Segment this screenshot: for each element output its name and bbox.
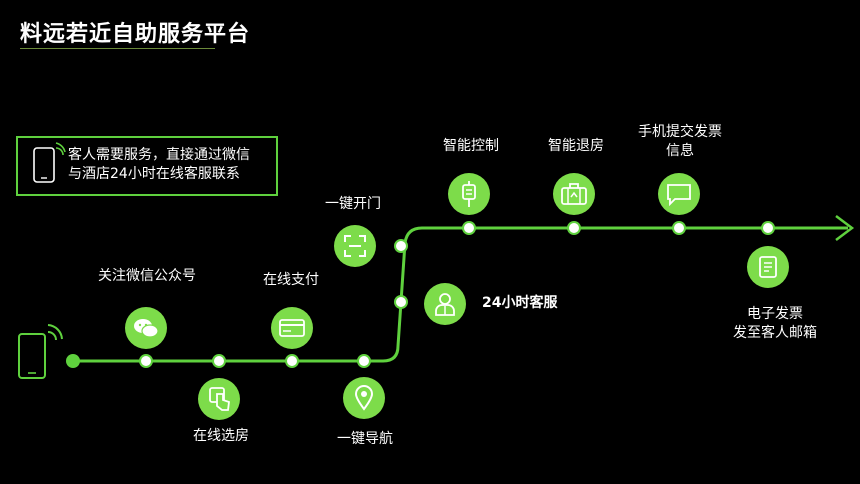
tap-finger-icon bbox=[198, 378, 240, 420]
scan-icon bbox=[334, 225, 376, 267]
intro-text: 客人需要服务，直接通过微信 与酒店24小时在线客服联系 bbox=[68, 146, 278, 184]
title-underline bbox=[20, 48, 215, 49]
intro-line-1: 客人需要服务，直接通过微信 bbox=[68, 147, 250, 163]
intro-line-2: 与酒店24小时在线客服联系 bbox=[68, 166, 240, 182]
customer-service-icon bbox=[424, 283, 466, 325]
node-service bbox=[394, 295, 408, 309]
node-e-invoice bbox=[761, 221, 775, 235]
label-24h-service: 24小时客服 bbox=[482, 295, 558, 311]
node-navigate bbox=[357, 354, 371, 368]
document-icon bbox=[747, 246, 789, 288]
node-smart-control bbox=[462, 221, 476, 235]
label-pay: 在线支付 bbox=[263, 272, 319, 288]
node-checkout bbox=[567, 221, 581, 235]
label-e-invoice: 电子发票 发至客人邮箱 bbox=[715, 305, 835, 343]
location-pin-icon bbox=[343, 377, 385, 419]
chat-bubble-icon bbox=[658, 173, 700, 215]
luggage-icon bbox=[553, 173, 595, 215]
node-wechat bbox=[139, 354, 153, 368]
label-wechat: 关注微信公众号 bbox=[98, 268, 196, 284]
phone-signal-icon bbox=[18, 324, 63, 379]
node-select-room bbox=[212, 354, 226, 368]
node-open-door bbox=[394, 239, 408, 253]
wechat-icon bbox=[125, 307, 167, 349]
label-navigate: 一键导航 bbox=[337, 431, 393, 447]
label-open-door: 一键开门 bbox=[325, 196, 381, 212]
label-invoice-line-2: 信息 bbox=[666, 143, 694, 159]
page-title: 料远若近自助服务平台 bbox=[20, 22, 251, 47]
label-invoice-line-1: 手机提交发票 bbox=[638, 124, 722, 140]
label-checkout: 智能退房 bbox=[548, 138, 604, 154]
label-select-room: 在线选房 bbox=[193, 428, 249, 444]
label-invoice: 手机提交发票 信息 bbox=[620, 123, 740, 161]
control-panel-icon bbox=[448, 173, 490, 215]
intro-box bbox=[16, 136, 278, 196]
node-invoice bbox=[672, 221, 686, 235]
phone-chat-icon bbox=[33, 142, 66, 183]
label-e-invoice-line-1: 电子发票 bbox=[747, 306, 803, 322]
label-e-invoice-line-2: 发至客人邮箱 bbox=[733, 325, 817, 341]
start-dot bbox=[66, 354, 80, 368]
label-smart-control: 智能控制 bbox=[443, 138, 499, 154]
card-icon bbox=[271, 307, 313, 349]
node-pay bbox=[285, 354, 299, 368]
